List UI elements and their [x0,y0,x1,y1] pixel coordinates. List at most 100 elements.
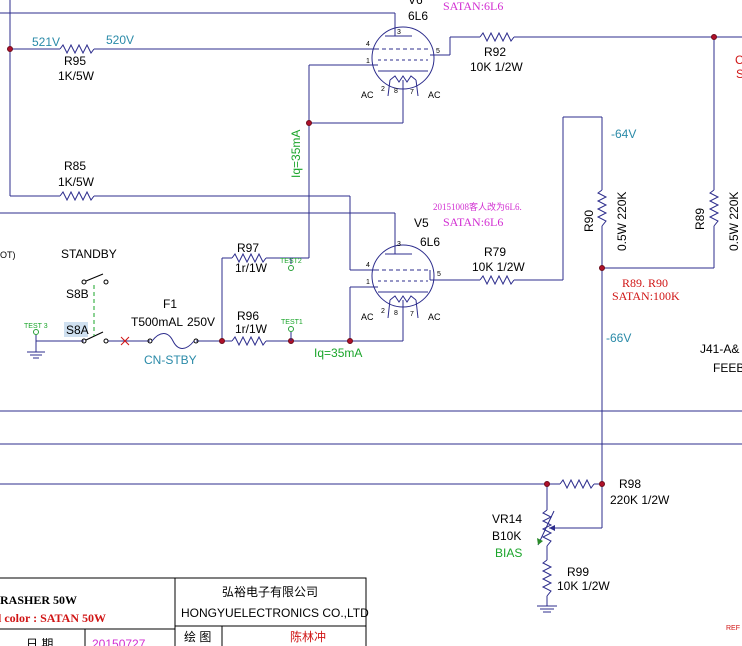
tube-v6: V6 6L6 SATAN:6L6 3 4 1 5 2 7 8 AC AC [361,0,503,100]
test1-label: TEST1 [281,319,303,326]
r95-ref: R95 [64,54,86,68]
fuse-f1: F1 T500mAL 250V CN-STBY [120,297,215,367]
v5-ac-left: AC [361,312,374,322]
r85-value: 1K/5W [58,175,95,189]
tube-v5-note: 20151008客人改为6L6. [433,201,522,212]
r99-value: 10K 1/2W [557,579,610,593]
company-cn: 弘裕电子有限公司 [222,584,318,599]
v6-ac-right: AC [428,90,441,100]
j41-fragment: J41-A& [700,342,739,356]
ground-icon [537,605,557,613]
v5-pin3: 3 [397,241,401,248]
vr14-value: B10K [492,529,521,543]
tube-v5-ref: V5 [414,216,429,230]
s8b-label: S8B [66,287,89,301]
v5-pin2: 2 [381,308,385,315]
v6-pin3: 3 [397,29,401,36]
tube-v5-type: 6L6 [420,235,440,249]
resistor-r92 [479,31,515,43]
r97-ref: R97 [237,241,259,255]
v6-ac-left: AC [361,90,374,100]
feeb-fragment: FEEB [713,361,742,375]
tube-v5: V5 6L6 20151008客人改为6L6. SATAN:6L6 3 4 1 … [361,201,522,322]
r92-value: 10K 1/2W [470,60,523,74]
resistor-r89 [708,189,720,227]
title-block: RASHER 50W l color : SATAN 50W 弘裕电子有限公司 … [0,577,369,646]
v6-pin2: 2 [381,86,385,93]
fuse-rating: T500mAL [131,315,183,329]
vr14-ref: VR14 [492,512,522,526]
satan-note-line2: SATAN:100K [612,289,680,303]
component-labels: R95 1K/5W 521V 520V R92 10K 1/2W R85 1K/… [32,33,742,632]
v5-ac-right: AC [428,312,441,322]
r89-value: 0.5W 220K [727,192,741,251]
resistor-r79 [479,274,515,286]
r98-value: 220K 1/2W [610,493,670,507]
ground-symbols [27,351,557,613]
tube-v6-ref: V6 [408,0,423,7]
date-label: 日 期 [26,637,53,646]
test3-label: TEST 3 [24,323,48,330]
vr14-bias-label: BIAS [495,546,522,560]
r97-value: 1r/1W [235,261,268,275]
v5-pin7: 7 [410,311,414,318]
r90-value: 0.5W 220K [615,192,629,251]
drawn-name: 陈林冲 [290,629,326,644]
r99-ref: R99 [567,565,589,579]
fuse-voltage: 250V [187,315,215,329]
standby-switch: STANDBY S8B S8A OT) [0,247,117,344]
r79-ref: R79 [484,245,506,259]
voltage-neg66: -66V [606,331,631,345]
voltage-520v: 520V [106,33,134,47]
fuse-connector: CN-STBY [144,353,197,367]
ref-fragment: REF [726,625,740,632]
v5-pin5: 5 [437,271,441,278]
v6-pin4: 4 [366,41,370,48]
s-fragment: S [736,67,742,81]
iq-left-label: Iq=35mA [289,130,303,178]
v6-pin1: 1 [366,58,370,65]
resistor-r90 [596,189,608,227]
r79-value: 10K 1/2W [472,260,525,274]
ground-icon [27,351,45,359]
resistor-r97 [231,252,267,264]
c-fragment: C [735,53,742,67]
v6-pin7: 7 [410,89,414,96]
voltage-neg64: -64V [611,127,636,141]
v5-pin1: 1 [366,279,370,286]
tube-v6-type: 6L6 [408,9,428,23]
wires [0,0,742,606]
ot-fragment: OT) [0,250,16,260]
r90-ref: R90 [582,210,596,232]
model-line1: RASHER 50W [0,593,77,607]
s8a-label: S8A [66,323,89,337]
tube-v5-satan: SATAN:6L6 [443,215,503,229]
r98-ref: R98 [619,477,641,491]
r92-ref: R92 [484,45,506,59]
resistor-r95 [59,43,95,55]
resistor-r85 [59,190,95,202]
iq-bottom-label: Iq=35mA [314,346,362,360]
resistor-symbols [59,31,720,597]
r96-ref: R96 [237,309,259,323]
r96-value: 1r/1W [235,322,268,336]
date-value: 20150727 [92,637,146,646]
v6-pin8: 8 [394,88,398,95]
satan-note-line1: R89. R90 [622,276,668,290]
company-en: HONGYUELECTRONICS CO.,LTD [181,606,369,620]
r85-ref: R85 [64,159,86,173]
v5-pin4: 4 [366,262,370,269]
v6-pin5: 5 [436,48,440,55]
model-line2: l color : SATAN 50W [0,611,106,625]
test2-label: TEST2 [280,258,302,265]
test-points: TEST2 TEST1 TEST 3 [24,258,303,341]
resistor-r98 [559,478,595,490]
r95-value: 1K/5W [58,69,95,83]
v5-pin8: 8 [394,310,398,317]
r89-ref: R89 [693,208,707,230]
drawn-label: 绘 图 [184,629,211,644]
fuse-ref: F1 [163,297,177,311]
standby-title: STANDBY [61,247,117,261]
voltage-521v: 521V [32,35,60,49]
